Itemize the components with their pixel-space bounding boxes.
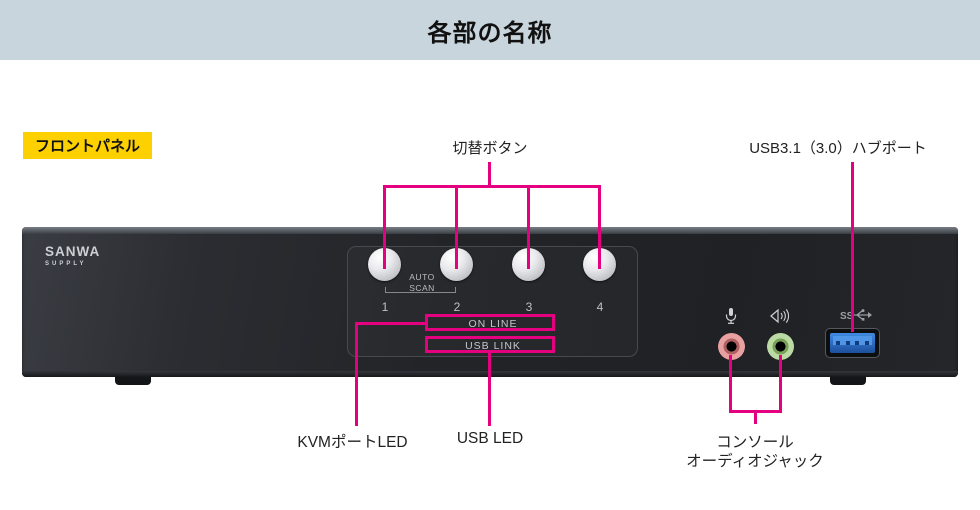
online-led-row-label: ON LINE [468, 318, 518, 330]
auto-scan-bracket [385, 287, 456, 293]
online-led-highlight-box: ON LINE [425, 314, 555, 331]
usb-superspeed-icon: SS [840, 309, 872, 322]
callout-label-usb-hub-port: USB3.1（3.0）ハブポート [749, 140, 927, 157]
callout-label-usb-led: USB LED [456, 430, 524, 447]
section-tag-front-panel: フロントパネル [23, 132, 152, 159]
callout-line-mic-jack [729, 355, 732, 413]
port-number-1: 1 [381, 300, 389, 314]
usb-port-tongue [833, 336, 872, 345]
port-number-3: 3 [525, 300, 533, 314]
callout-line-button2 [455, 185, 458, 269]
speaker-icon [770, 308, 790, 324]
callout-label-console-audio-2: オーディオジャック [686, 453, 824, 470]
device-foot-left [115, 377, 151, 385]
callout-line-kvm-horizontal [355, 322, 425, 325]
callout-line-button1 [383, 185, 386, 269]
brand-subname: SUPPLY [45, 260, 87, 267]
callout-line-switch-stub [488, 162, 491, 187]
microphone-icon [725, 308, 737, 324]
usb-link-led-row-label: USB LINK [465, 340, 521, 352]
callout-line-headphone-jack [779, 355, 782, 413]
auto-scan-label: AUTO SCAN [409, 272, 435, 293]
port-number-2: 2 [453, 300, 461, 314]
callout-line-usb-hub [851, 162, 854, 332]
brand-logo: SANWA SUPPLY [45, 245, 105, 267]
callout-label-switch-buttons: 切替ボタン [452, 140, 528, 157]
callout-line-usb-led [488, 353, 491, 426]
callout-line-kvm-vertical [355, 322, 358, 426]
svg-text:SS: SS [840, 311, 854, 322]
callout-label-console-audio-1: コンソール [716, 434, 794, 451]
button-panel [347, 246, 638, 357]
device-top-bevel [22, 227, 958, 234]
callout-line-audio-horizontal [729, 410, 782, 413]
usb-link-led-highlight-box: USB LINK [425, 336, 555, 353]
brand-name: SANWA [45, 244, 101, 259]
callout-line-audio-stub [754, 413, 757, 424]
header-bar: 各部の名称 [0, 0, 980, 60]
callout-label-kvm-led: KVMポートLED [297, 434, 408, 451]
callout-line-button4 [598, 185, 601, 269]
callout-line-button3 [527, 185, 530, 269]
device-foot-right [830, 377, 866, 385]
port-number-4: 4 [596, 300, 604, 314]
callout-line-switch-horizontal [384, 185, 601, 188]
page-title: 各部の名称 [427, 19, 553, 47]
